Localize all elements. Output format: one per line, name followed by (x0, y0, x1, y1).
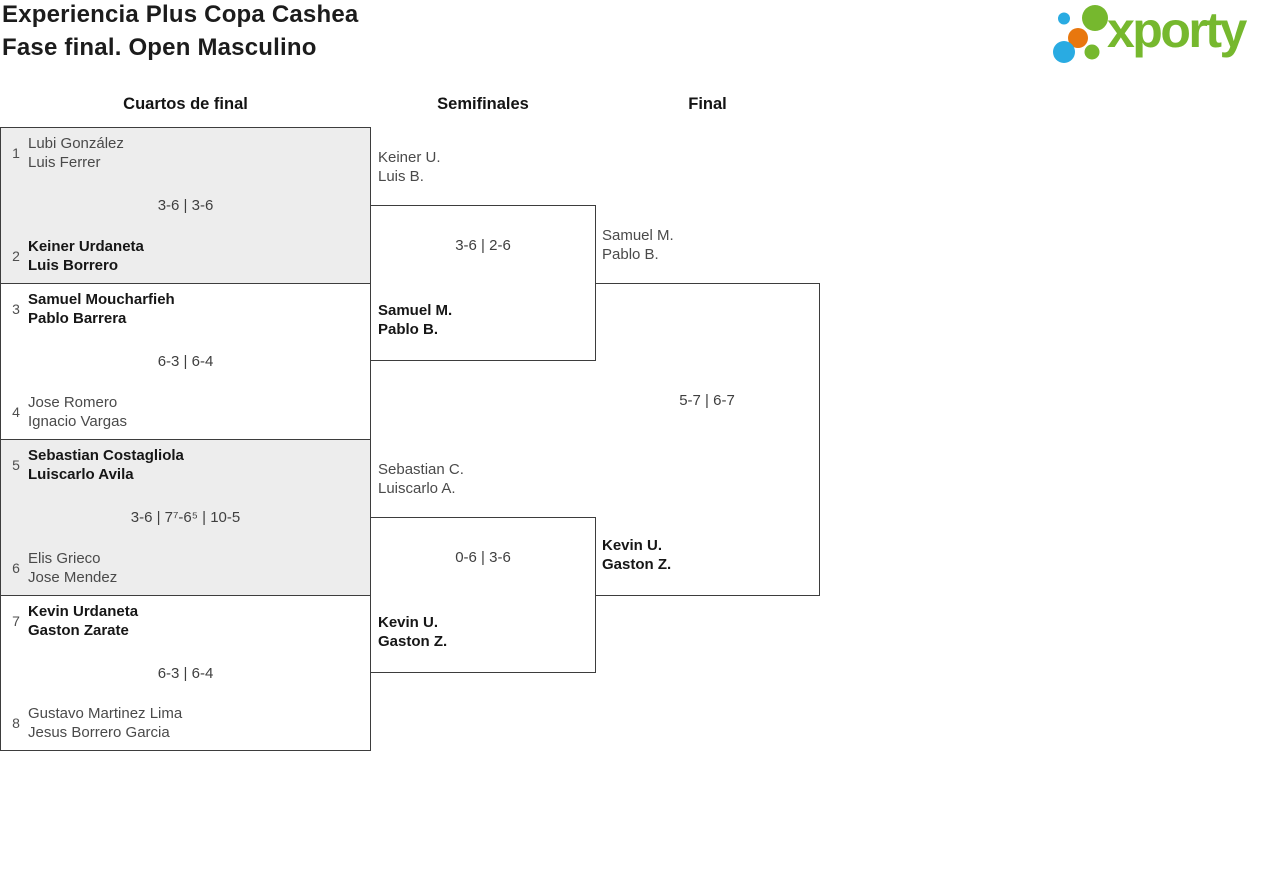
player-name: Samuel M. (602, 227, 674, 244)
match-score: 3-6 | 3-6 (157, 197, 214, 214)
match-score: 5-7 | 6-7 (679, 392, 735, 409)
round-header-final: Final (688, 95, 727, 113)
player-name: Jose Mendez (28, 568, 118, 586)
seed-number: 6 (12, 560, 20, 576)
player-name: Sebastian Costagliola (28, 447, 184, 464)
team-pair-loser: Keiner U. Luis B. (378, 149, 441, 186)
player-name: Kevin U. (602, 537, 663, 554)
team-pair-winner: Kevin Urdaneta Gaston Zarate (28, 603, 364, 640)
team-pair-winner: Kevin U. Gaston Z. (378, 614, 447, 651)
match-score: 0-6 | 3-6 (455, 549, 511, 566)
match-score: 3-6 | 2-6 (455, 237, 511, 254)
player-name: Samuel Moucharfieh (28, 291, 175, 308)
player-name: Luis Borrero (28, 256, 119, 274)
seed-number: 1 (12, 145, 20, 161)
player-name: Pablo Barrera (28, 309, 127, 327)
team-pair-winner: Keiner Urdaneta Luis Borrero (28, 238, 364, 275)
team-pair-winner: Samuel M. Pablo B. (378, 302, 452, 339)
player-name: Lubi González (28, 135, 124, 152)
phase-category: Fase final. Open Masculino (2, 34, 317, 61)
team-pair-winner: Samuel Moucharfieh Pablo Barrera (28, 291, 364, 328)
team-pair-loser: Sebastian C. Luiscarlo A. (378, 461, 464, 498)
xporty-wordmark: xporty (1107, 2, 1247, 58)
round-header-quarterfinals: Cuartos de final (123, 95, 248, 113)
seed-number: 7 (12, 613, 20, 629)
player-name: Keiner U. (378, 149, 441, 166)
match-quarterfinal-2: 3 Samuel Moucharfieh Pablo Barrera 6-3 |… (0, 283, 371, 440)
match-score: 3-6 | 7⁷-6⁵ | 10-5 (130, 509, 241, 526)
seed-number: 2 (12, 248, 20, 264)
player-name: Kevin U. (378, 614, 439, 631)
match-semifinal-2: Sebastian C. Luiscarlo A. 0-6 | 3-6 Kevi… (370, 461, 596, 673)
team-pair-winner: Sebastian Costagliola Luiscarlo Avila (28, 447, 364, 484)
seed-number: 5 (12, 457, 20, 473)
player-name: Luis B. (378, 167, 424, 185)
player-name: Elis Grieco (28, 550, 101, 567)
player-name: Kevin Urdaneta (28, 603, 139, 620)
team-pair-loser: Elis Grieco Jose Mendez (28, 550, 364, 587)
player-name: Gustavo Martinez Lima (28, 705, 183, 722)
team-pair-loser: Samuel M. Pablo B. (602, 227, 674, 264)
page-title: Experiencia Plus Copa Cashea Fase final.… (2, 0, 358, 64)
round-header-semifinals: Semifinales (437, 95, 529, 113)
match-quarterfinal-3: 5 Sebastian Costagliola Luiscarlo Avila … (0, 439, 371, 596)
seed-number: 3 (12, 301, 20, 317)
team-pair-winner: Kevin U. Gaston Z. (602, 537, 671, 574)
player-name: Luiscarlo Avila (28, 465, 134, 483)
player-name: Pablo B. (378, 320, 439, 338)
team-pair-loser: Gustavo Martinez Lima Jesus Borrero Garc… (28, 705, 364, 742)
player-name: Sebastian C. (378, 461, 464, 478)
team-pair-loser: Lubi González Luis Ferrer (28, 135, 364, 172)
match-score: 6-3 | 6-4 (157, 353, 214, 370)
xporty-dots-icon (1053, 5, 1108, 63)
xporty-logo[interactable]: xporty (1048, 2, 1247, 66)
match-final: Samuel M. Pablo B. 5-7 | 6-7 Kevin U. Ga… (595, 227, 820, 596)
match-semifinal-1: Keiner U. Luis B. 3-6 | 2-6 Samuel M. Pa… (370, 149, 596, 361)
team-pair-loser: Jose Romero Ignacio Vargas (28, 394, 364, 431)
player-name: Ignacio Vargas (28, 412, 127, 430)
seed-number: 8 (12, 715, 20, 731)
match-score: 6-3 | 6-4 (157, 665, 214, 682)
player-name: Jesus Borrero Garcia (28, 723, 170, 741)
player-name: Pablo B. (602, 245, 659, 263)
player-name: Luiscarlo A. (378, 479, 456, 497)
player-name: Jose Romero (28, 394, 118, 411)
tournament-name: Experiencia Plus Copa Cashea (2, 1, 359, 28)
match-quarterfinal-4: 7 Kevin Urdaneta Gaston Zarate 6-3 | 6-4… (0, 595, 371, 751)
match-quarterfinal-1: 1 Lubi González Luis Ferrer 3-6 | 3-6 2 … (0, 127, 371, 284)
player-name: Gaston Zarate (28, 621, 129, 639)
player-name: Keiner Urdaneta (28, 238, 144, 255)
player-name: Gaston Z. (378, 632, 448, 650)
player-name: Samuel M. (378, 302, 453, 319)
player-name: Gaston Z. (602, 555, 672, 573)
player-name: Luis Ferrer (28, 153, 101, 171)
seed-number: 4 (12, 404, 20, 420)
